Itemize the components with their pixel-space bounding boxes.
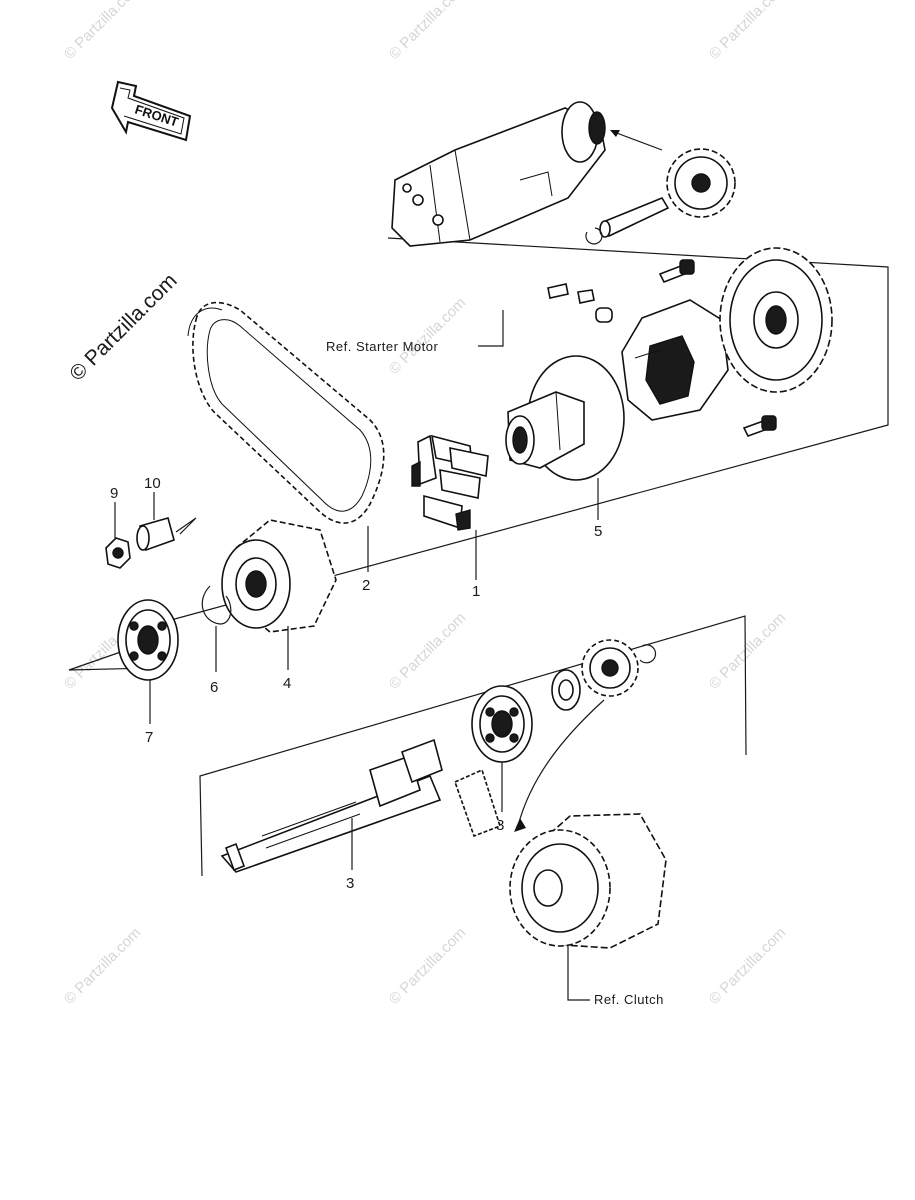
- starter-motor: [391, 101, 606, 247]
- watermark-tile: © Partzilla.com: [61, 924, 144, 1007]
- callout-2: 2: [362, 577, 370, 594]
- clutch-housing: [509, 813, 667, 949]
- ref-clutch-label: Ref. Clutch: [594, 992, 664, 1007]
- reference-frame-lower: [199, 615, 747, 877]
- gear-to-clutch-arrow: [517, 699, 605, 827]
- watermark-brand: © Partzilla.com: [65, 269, 181, 385]
- idler-shaft: [599, 197, 670, 238]
- arrowhead-icon: [514, 818, 526, 832]
- callout-3: 3: [346, 875, 354, 892]
- part-9-nut: [105, 537, 131, 569]
- thrust-washer: [551, 669, 581, 711]
- watermark-tile: © Partzilla.com: [386, 294, 469, 377]
- circlip: [585, 227, 603, 245]
- part-8-ball-bearing: [471, 685, 533, 763]
- callout-10: 10: [144, 475, 161, 492]
- reference-frame-upper: [68, 237, 889, 671]
- watermark-tile: © Partzilla.com: [706, 0, 789, 63]
- part-6-circlip: [201, 585, 232, 625]
- watermark-tile: © Partzilla.com: [386, 0, 469, 63]
- callout-9: 9: [110, 485, 118, 502]
- callout-6: 6: [210, 679, 218, 696]
- part-7-ball-bearing: [117, 599, 179, 681]
- clutch-drive-gear: [581, 639, 639, 697]
- callout-7: 7: [145, 729, 153, 746]
- part-5-starter-sprocket: [505, 355, 625, 481]
- small-circlip: [639, 644, 657, 664]
- callout-5: 5: [594, 523, 602, 540]
- screw-upper: [658, 259, 695, 284]
- watermark-tile: © Partzilla.com: [706, 924, 789, 1007]
- spring-roller: [547, 283, 613, 323]
- watermark-tile: © Partzilla.com: [61, 0, 144, 63]
- watermark-tile: © Partzilla.com: [706, 609, 789, 692]
- arrowhead-icon: [610, 130, 620, 137]
- part-10-collar: [136, 517, 197, 552]
- starter-motor-reference: Ref. Starter Motor: [326, 310, 504, 354]
- watermark-tile: © Partzilla.com: [386, 609, 469, 692]
- ref-starter-motor-label: Ref. Starter Motor: [326, 339, 438, 354]
- idler-gear: [666, 148, 736, 218]
- callout-1: 1: [472, 583, 480, 600]
- watermark-tile: © Partzilla.com: [386, 924, 469, 1007]
- clutch-reference: Ref. Clutch: [567, 946, 664, 1007]
- front-arrow-icon: FRONT: [110, 80, 192, 142]
- part-3-shaft: [220, 738, 501, 873]
- one-way-clutch-housing: [621, 299, 729, 421]
- idler-arrow: [613, 131, 663, 151]
- part-1-damper: [411, 434, 489, 531]
- part-2-drive-chain: [187, 301, 385, 524]
- screw-lower: [742, 415, 777, 437]
- callout-4: 4: [283, 675, 291, 692]
- part-4-secondary-sprocket: [221, 519, 337, 633]
- starter-clutch-gear: [719, 247, 833, 393]
